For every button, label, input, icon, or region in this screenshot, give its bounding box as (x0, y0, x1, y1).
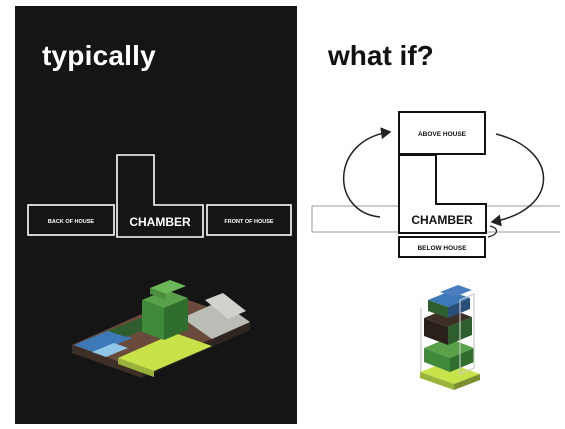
front-of-house-label: FRONT OF HOUSE (224, 219, 274, 225)
chamber-label-right: CHAMBER (411, 213, 473, 227)
chamber-label-left: CHAMBER (129, 215, 191, 229)
arrow-right (490, 133, 545, 227)
arrow-below (487, 225, 498, 238)
typical-isometric-model (72, 280, 250, 378)
above-house-label: ABOVE HOUSE (418, 131, 467, 138)
below-house-label: BELOW HOUSE (417, 245, 467, 252)
typically-title: typically (42, 40, 156, 71)
whatif-isometric-model (420, 285, 480, 390)
back-of-house-box (27, 204, 115, 236)
below-house-box (398, 236, 486, 258)
what-if-title: what if? (328, 40, 434, 71)
arrow-left (343, 127, 392, 218)
chamber-outline-right (398, 154, 487, 234)
front-of-house-box (206, 204, 292, 236)
whatif-section-diagram: ABOVE HOUSE CHAMBER BELOW HOUSE (311, 111, 560, 258)
above-house-box (398, 111, 486, 155)
chamber-outline (116, 154, 204, 238)
typical-section-diagram: BACK OF HOUSE CHAMBER FRONT OF HOUSE (27, 154, 292, 238)
back-of-house-label: BACK OF HOUSE (48, 219, 94, 225)
